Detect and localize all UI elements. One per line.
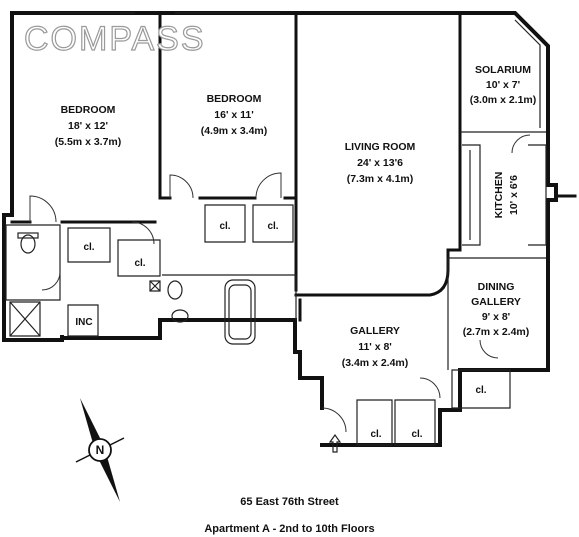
closet-label: cl.	[219, 221, 230, 232]
bedroom2-name: BEDROOM	[207, 93, 262, 105]
compass-watermark: COMPASS	[24, 20, 206, 58]
solarium-dim-m: (3.0m x 2.1m)	[470, 94, 537, 106]
door-swings	[29, 134, 531, 433]
north-compass-icon: N	[75, 398, 125, 502]
bedroom1-dim-m: (5.5m x 3.7m)	[55, 136, 122, 148]
apartment-caption: Apartment A - 2nd to 10th Floors	[204, 523, 375, 535]
interior-walls	[5, 11, 547, 446]
dining-gallery-dim-m: (2.7m x 2.4m)	[463, 326, 530, 338]
gallery-name: GALLERY	[350, 325, 400, 337]
closet-label: cl.	[83, 242, 94, 253]
kitchen-dim-ft: 10' x 6'6	[508, 175, 520, 215]
living-room-dim-m: (7.3m x 4.1m)	[347, 173, 414, 185]
exterior-walls	[2, 11, 577, 447]
inc-label: INC	[75, 317, 92, 328]
dining-gallery-dim-ft: 9' x 8'	[482, 311, 510, 323]
living-room-dim-ft: 24' x 13'6	[357, 157, 403, 169]
bedroom2-dim-m: (4.9m x 3.4m)	[201, 125, 268, 137]
bedroom1-dim-ft: 18' x 12'	[68, 120, 108, 132]
closet-label: cl.	[370, 429, 381, 440]
closet-label: cl.	[411, 429, 422, 440]
closet-label: cl.	[134, 258, 145, 269]
compass-north-letter: N	[96, 443, 105, 457]
living-room-name: LIVING ROOM	[345, 141, 416, 153]
closet-label: cl.	[475, 385, 486, 396]
solarium-dim-ft: 10' x 7'	[486, 79, 520, 91]
dining-gallery-name-line1: DINING	[478, 281, 515, 293]
solarium-name: SOLARIUM	[475, 64, 531, 76]
dining-gallery-name-line2: GALLERY	[471, 296, 521, 308]
entry-arrow-icon	[328, 433, 342, 453]
gallery-dim-m: (3.4m x 2.4m)	[342, 357, 409, 369]
bedroom2-dim-ft: 16' x 11'	[214, 109, 253, 121]
bedroom1-name: BEDROOM	[61, 104, 116, 116]
address-caption: 65 East 76th Street	[240, 496, 339, 508]
gallery-dim-ft: 11' x 8'	[358, 341, 392, 353]
closet-label: cl.	[267, 221, 278, 232]
kitchen-name: KITCHEN	[493, 172, 505, 219]
